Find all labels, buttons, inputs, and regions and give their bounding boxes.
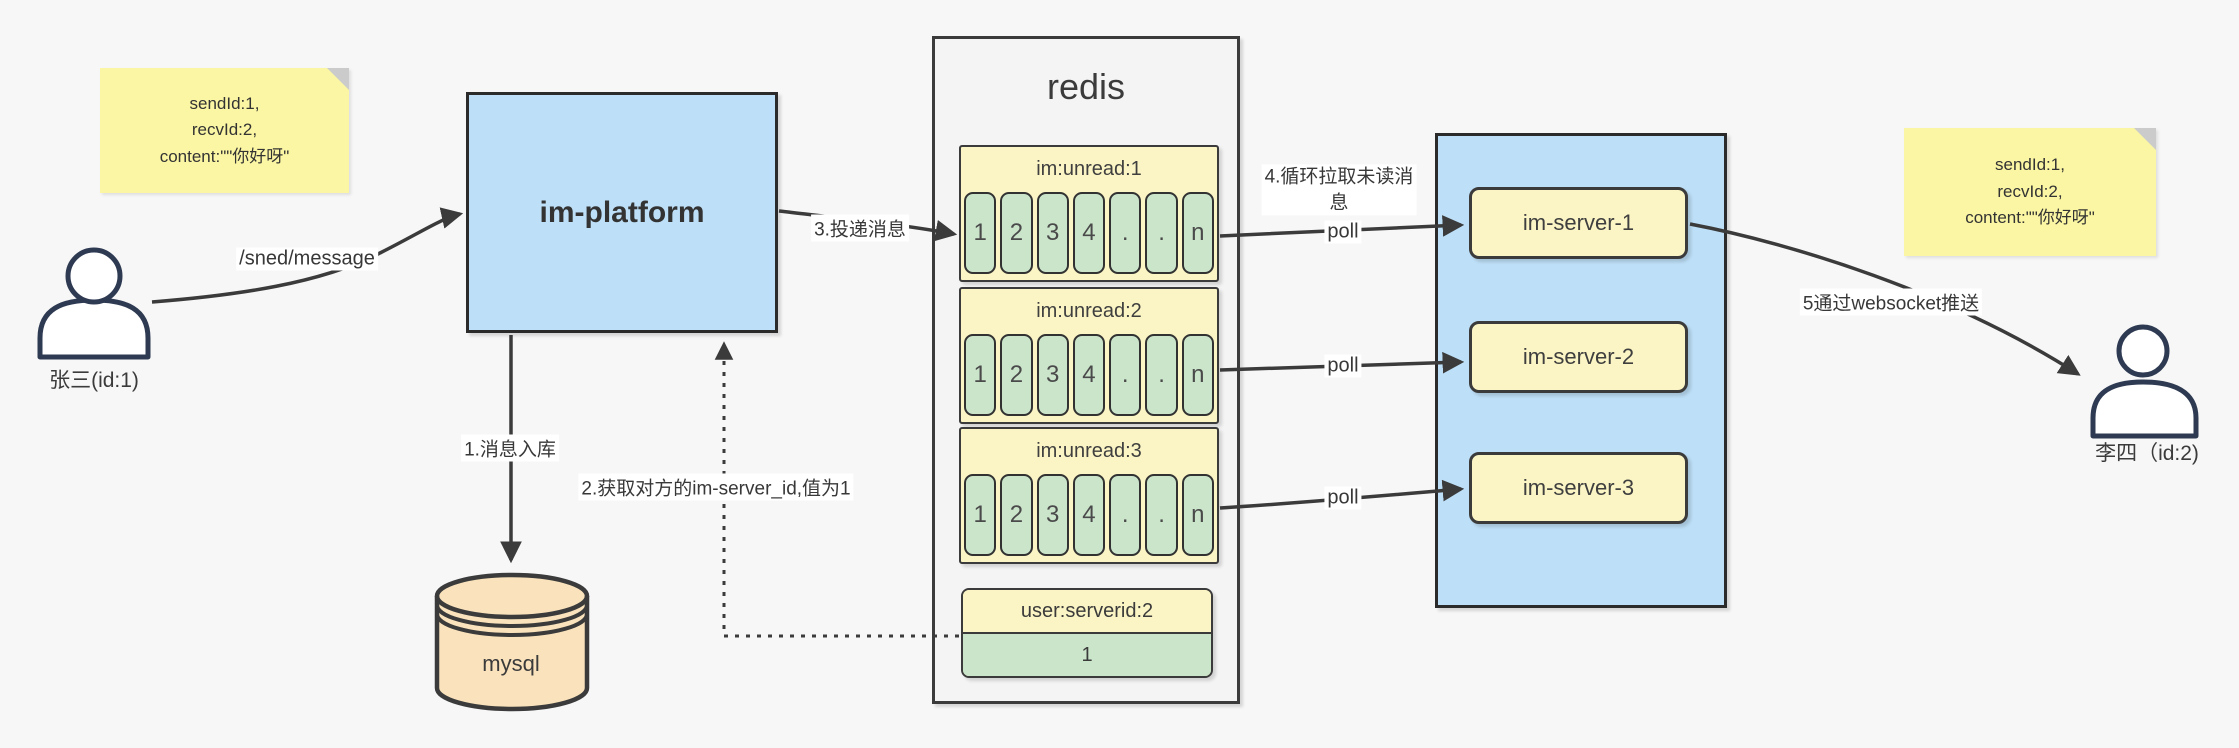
queue-cell: 1 [964,192,997,274]
redis-kv-box: user:serverid:2 1 [961,588,1213,678]
im-server-3-box: im-server-3 [1469,452,1688,524]
note-line: sendId:1, [189,93,260,113]
queue-cell: . [1145,474,1178,556]
im-server-3-label: im-server-3 [1522,475,1635,500]
queue-header: im:unread:3 [1036,440,1142,462]
kv-value: 1 [963,634,1211,676]
queue-header: im:unread:1 [1036,158,1142,180]
queue-cell: 3 [1036,334,1069,416]
label-send-api: /sned/message [236,247,378,271]
queue-cell: 1 [964,334,997,416]
queue-cell: n [1181,474,1214,556]
im-server-2-label: im-server-2 [1522,344,1635,369]
database-cylinder-icon [434,572,590,712]
queue-cell: 2 [1000,192,1033,274]
sticky-note-left: sendId:1, recvId:2, content:""你好呀" [100,68,349,193]
user-icon-receiver [2090,324,2199,439]
queue-cell: . [1145,334,1178,416]
database-name: mysql [482,651,540,676]
queue-cell: 1 [964,474,997,556]
redis-queue-1: im:unread:1 1 2 3 4 . . n [959,145,1219,282]
label-poll-1: poll [1324,220,1362,244]
label-step1: 1.消息入库 [461,434,559,462]
note-fold-icon [2134,128,2156,150]
queue-cell: . [1109,192,1142,274]
queue-cell: 3 [1036,192,1069,274]
sticky-note-right: sendId:1, recvId:2, content:""你好呀" [1904,128,2156,256]
sender-name: 张三(id:1) [49,369,139,392]
im-platform-box: im-platform [466,92,778,333]
kv-key: user:serverid:2 [963,590,1211,634]
note-line: sendId:1, [1995,155,2065,175]
queue-cell: . [1109,334,1142,416]
queue-cell: . [1109,474,1142,556]
label-poll-2: poll [1324,354,1362,378]
label-poll-3: poll [1324,486,1362,510]
im-platform-label: im-platform [539,195,705,229]
im-server-1-label: im-server-1 [1522,210,1635,235]
label-step3: 3.投递消息 [811,214,909,242]
label-step4: 4.循环拉取未读消 息 [1261,164,1417,216]
note-line: content:""你好呀" [159,146,290,166]
redis-queue-2: im:unread:2 1 2 3 4 . . n [959,287,1219,424]
queue-cell: 3 [1036,474,1069,556]
redis-title: redis [1046,66,1126,107]
label-step5: 5通过websocket推送 [1799,288,1983,316]
queue-cell: 4 [1072,474,1106,556]
user-icon-sender [37,247,151,360]
im-server-1-box: im-server-1 [1469,187,1688,259]
receiver-name: 李四（id:2) [2095,442,2199,465]
queue-cell: . [1145,192,1178,274]
queue-header: im:unread:2 [1036,300,1142,322]
queue-cell: 2 [1000,334,1033,416]
label-step2: 2.获取对方的im-server_id,值为1 [578,473,854,501]
im-server-2-box: im-server-2 [1469,321,1688,393]
note-line: content:""你好呀" [1965,208,2095,228]
queue-cell: n [1181,334,1214,416]
queue-cells: 1 2 3 4 . . n [961,334,1217,422]
redis-queue-3: im:unread:3 1 2 3 4 . . n [959,427,1219,564]
note-line: recvId:2, [191,120,258,140]
queue-cells: 1 2 3 4 . . n [961,192,1217,280]
queue-cells: 1 2 3 4 . . n [961,474,1217,562]
note-fold-icon [327,68,349,90]
queue-cell: 4 [1072,334,1106,416]
queue-cell: 4 [1072,192,1106,274]
note-line: recvId:2, [1997,181,2063,201]
queue-cell: 2 [1000,474,1033,556]
queue-cell: n [1181,192,1214,274]
